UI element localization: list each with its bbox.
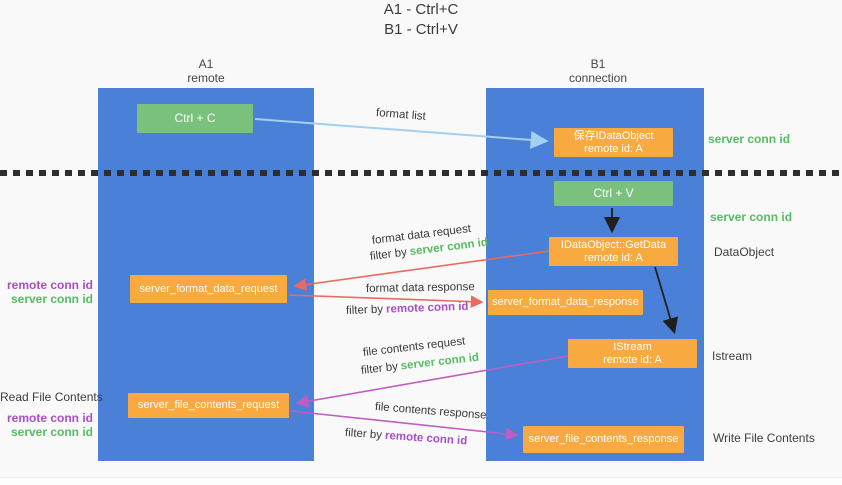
remote-conn-id-key: remote conn id [385, 300, 469, 316]
node-server-format-data-request: server_format_data_request [130, 275, 287, 303]
node-save-idataobject: 保存IDataObject remote id: A [554, 128, 673, 157]
filter-by-text: filter by [369, 246, 408, 263]
annotation-bottom-left-server-conn-id: server conn id [10, 425, 93, 439]
node-save-idataobject-line2: remote id: A [584, 142, 643, 155]
bottom-edge-strip [0, 477, 842, 485]
node-server-format-data-request-label: server_format_data_request [139, 282, 278, 295]
annotation-read-file-contents: Read File Contents [0, 390, 103, 404]
annotation-bottom-left-remote-conn-id: remote conn id [6, 411, 93, 425]
annotation-mid-left-server-conn-id: server conn id [10, 292, 93, 306]
label-file-contents-response: file contents response [374, 401, 488, 422]
node-ctrl-v: Ctrl + V [554, 181, 673, 206]
node-idataobject-getdata-line1: IDataObject::GetData [560, 238, 667, 251]
label-format-list: format list [375, 107, 427, 123]
node-server-file-contents-request-label: server_file_contents_request [137, 399, 280, 411]
node-ctrl-v-label: Ctrl + V [593, 186, 634, 200]
filter-by-text: filter by [345, 303, 384, 317]
node-istream-line2: remote id: A [603, 353, 662, 366]
boundary-dotted-line [0, 170, 842, 176]
node-istream: IStream remote id: A [568, 339, 697, 368]
node-server-file-contents-response-label: server_file_contents_response [528, 433, 679, 445]
node-server-file-contents-request: server_file_contents_request [128, 393, 289, 418]
filter-by-text: filter by [344, 427, 383, 442]
label-format-data-response: format data response [365, 281, 475, 295]
annotation-istream: Istream [712, 349, 753, 363]
annotation-server-conn-id-mid: server conn id [710, 210, 793, 224]
node-idataobject-getdata: IDataObject::GetData remote id: A [549, 237, 678, 266]
node-ctrl-c-label: Ctrl + C [174, 111, 216, 125]
node-istream-line1: IStream [613, 340, 652, 353]
server-conn-id-key: server conn id [400, 351, 480, 373]
remote-conn-id-key: remote conn id [384, 429, 468, 448]
lane-left-role: remote [187, 71, 225, 85]
lane-right-name: B1 [590, 57, 606, 71]
lane-header-left: A1 remote [146, 57, 266, 85]
lane-header-right: B1 connection [538, 57, 658, 85]
annotation-mid-left-remote-conn-id: remote conn id [6, 278, 93, 292]
diagram-title: A1 - Ctrl+C B1 - Ctrl+V [0, 0, 842, 40]
node-server-file-contents-response: server_file_contents_response [523, 426, 684, 453]
node-server-format-data-response-label: server_format_data_response [492, 296, 639, 308]
title-line-2: B1 - Ctrl+V [384, 21, 458, 38]
node-idataobject-getdata-line2: remote id: A [584, 251, 643, 264]
lane-right-role: connection [568, 71, 628, 85]
node-server-format-data-response: server_format_data_response [488, 290, 643, 315]
filter-by-text: filter by [360, 360, 399, 377]
node-save-idataobject-line1: 保存IDataObject [573, 129, 654, 142]
annotation-dataobject: DataObject [714, 245, 775, 259]
title-line-1: A1 - Ctrl+C [383, 1, 459, 18]
node-ctrl-c: Ctrl + C [137, 104, 253, 133]
annotation-write-file-contents: Write File Contents [713, 431, 815, 445]
lane-left-name: A1 [198, 57, 214, 71]
annotation-server-conn-id-top: server conn id [708, 132, 791, 146]
